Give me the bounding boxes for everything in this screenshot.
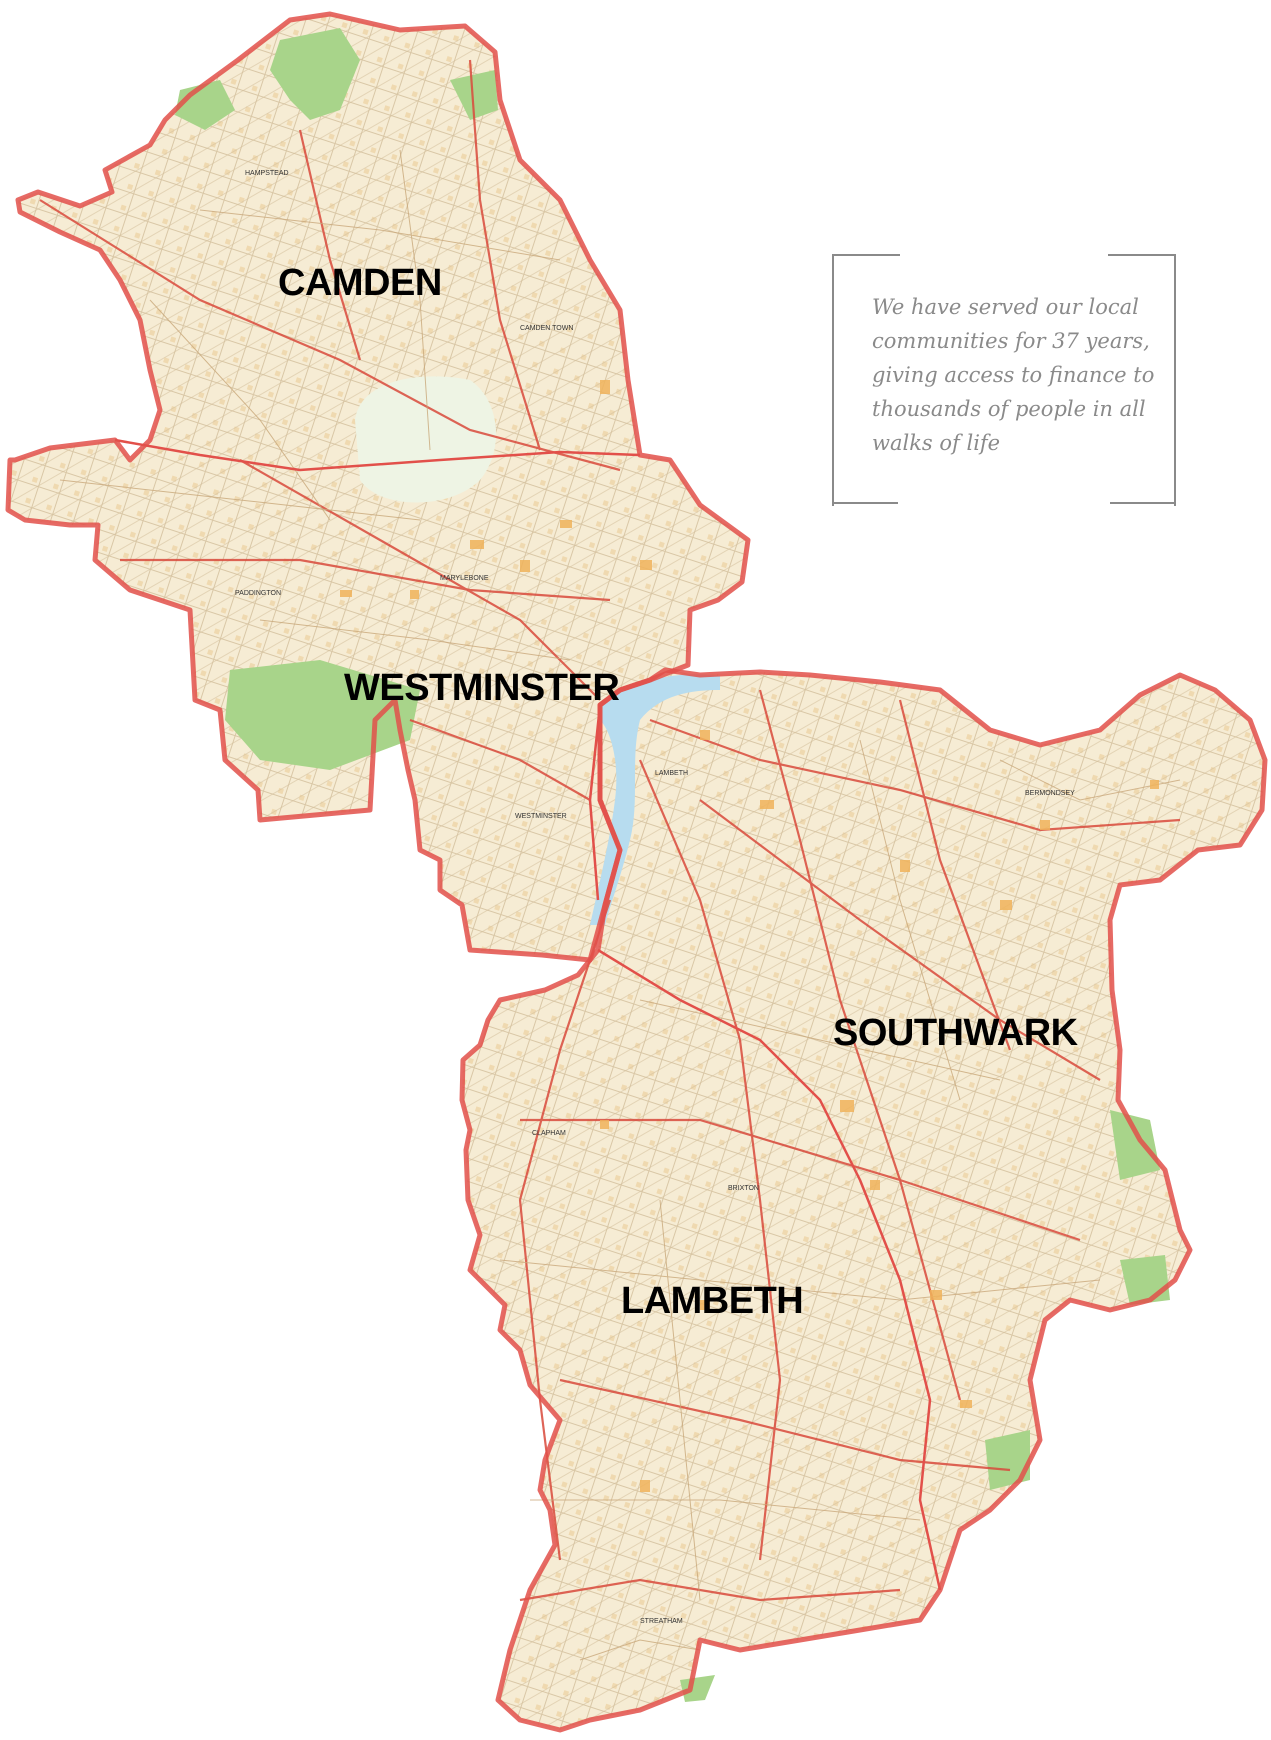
highgate-park — [450, 70, 498, 120]
place-brixton: BRIXTON — [728, 1185, 759, 1192]
place-marylebone: MARYLEBONE — [440, 575, 489, 582]
borough-boundaries — [5, 11, 1268, 1733]
streatham-common-park — [680, 1675, 715, 1702]
minor-roads — [59, 149, 1181, 1661]
quote-line: giving access to finance to — [872, 363, 1155, 387]
borough-label-westminster: WESTMINSTER — [344, 667, 619, 709]
regents-park — [355, 376, 497, 503]
place-hampstead: HAMPSTEAD — [245, 170, 289, 177]
borough-label-southwark: SOUTHWARK — [833, 1012, 1079, 1054]
place-paddington: PADDINGTON — [235, 590, 281, 597]
major-roads — [39, 59, 1181, 1602]
place-bermondsey: BERMONDSEY — [1025, 790, 1075, 797]
quote-frame-right — [1108, 254, 1176, 506]
place-westminster: WESTMINSTER — [515, 813, 567, 820]
place-labels: HAMPSTEAD CAMDEN TOWN MARYLEBONE PADDING… — [235, 170, 1075, 1625]
place-streatham: STREATHAM — [640, 1618, 683, 1625]
peckham-rye-park — [1110, 1110, 1160, 1180]
place-lambeth: LAMBETH — [655, 770, 688, 777]
quote-text: We have served our local communities for… — [872, 290, 1162, 460]
quote-frame-bottom-left — [832, 502, 898, 504]
borough-labels: CAMDEN WESTMINSTER SOUTHWARK LAMBETH — [278, 262, 1079, 1322]
borough-label-lambeth: LAMBETH — [621, 1280, 803, 1322]
quote-frame-left — [832, 254, 900, 506]
river-thames — [590, 674, 720, 925]
buildings — [340, 380, 1159, 1492]
place-clapham: CLAPHAM — [532, 1130, 566, 1137]
quote-line: We have served our local — [872, 295, 1139, 319]
place-camden-town: CAMDEN TOWN — [520, 325, 573, 332]
quote-line: thousands of people in all — [872, 397, 1146, 421]
borough-label-camden: CAMDEN — [278, 262, 442, 304]
dulwich-park — [985, 1430, 1030, 1490]
quote-line: communities for 37 years, — [872, 329, 1150, 353]
quote-frame-bottom-right — [1110, 502, 1176, 504]
quote-line: walks of life — [872, 431, 1001, 455]
hampstead-heath-park — [270, 28, 360, 120]
quote-box: We have served our local communities for… — [832, 254, 1176, 506]
